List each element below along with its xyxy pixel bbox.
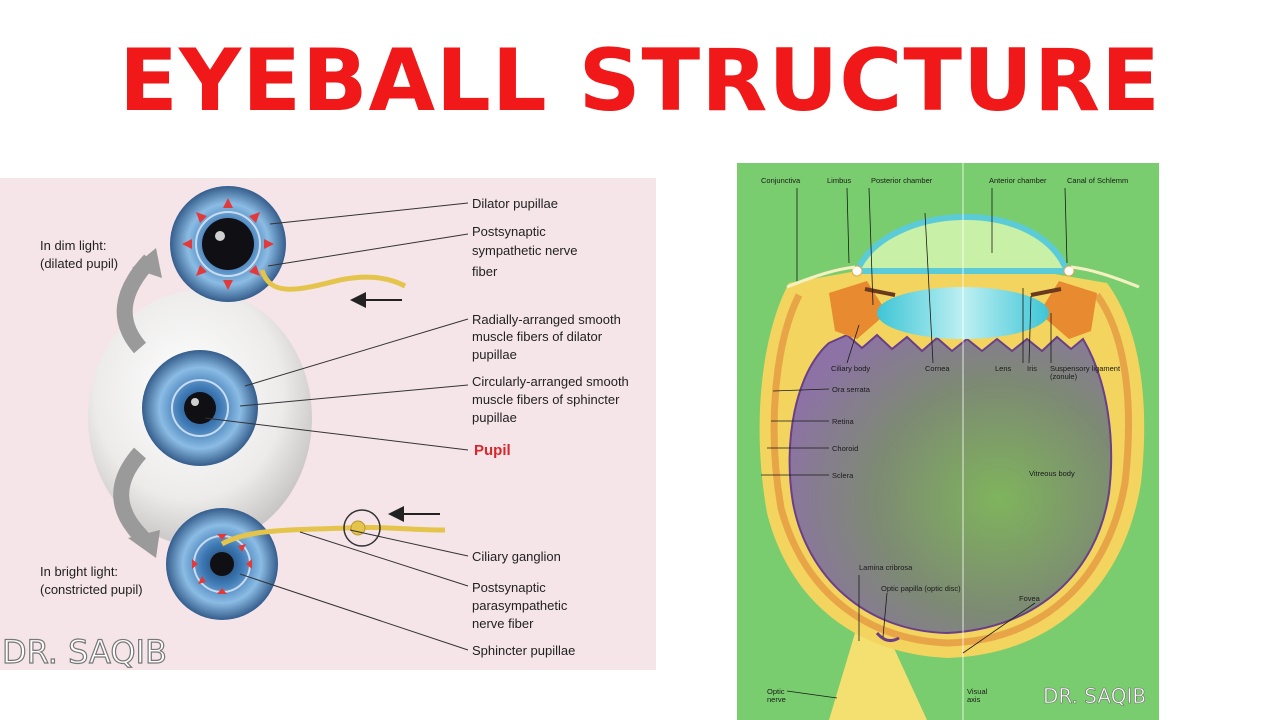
label-pupil: Pupil [474, 442, 511, 459]
label-retina: Retina [832, 417, 855, 426]
dim-light-label: In dim light: [40, 238, 106, 253]
label-parasymp-3: nerve fiber [472, 616, 534, 631]
label-lamina: Lamina cribrosa [859, 563, 913, 572]
dilated-eye [170, 186, 286, 302]
iris-left [864, 287, 896, 297]
label-fovea: Fovea [1019, 594, 1041, 603]
watermark-left: DR. SAQIB [2, 633, 167, 670]
curved-arrow-down-icon [113, 447, 151, 546]
leader-lines [204, 202, 469, 651]
bright-light-sub: (constricted pupil) [40, 582, 143, 597]
label-symp-2: sympathetic nerve [472, 243, 578, 258]
label-posterior-chamber: Posterior chamber [871, 176, 933, 185]
label-canal-schlemm: Canal of Schlemm [1067, 176, 1128, 185]
label-anterior-chamber: Anterior chamber [989, 176, 1047, 185]
label-ciliary-body: Ciliary body [831, 364, 870, 373]
svg-text:In bright light:: In bright light: [40, 564, 118, 579]
label-circular-1: Circularly-arranged smooth [472, 374, 629, 389]
watermark-right: DR. SAQIB [1043, 684, 1146, 708]
ciliary-body-right [1039, 281, 1097, 339]
label-ora-serrata: Ora serrata [832, 385, 871, 394]
eye-leader-lines [761, 187, 1068, 699]
eye-section-diagram: Conjunctiva Limbus Posterior chamber Ant… [737, 163, 1159, 720]
label-cornea: Cornea [925, 364, 950, 373]
label-sphincter: Sphincter pupillae [472, 643, 575, 658]
svg-text:(dilated pupil): (dilated pupil) [40, 256, 118, 271]
optic-nerve-shape [829, 633, 927, 720]
label-limbus: Limbus [827, 176, 851, 185]
label-radial-3: pupillae [472, 347, 517, 362]
label-optic-nerve-1: Optic [767, 687, 785, 696]
label-symp-3: fiber [472, 264, 498, 279]
label-ciliary-ganglion: Ciliary ganglion [472, 549, 561, 564]
label-optic-nerve-2: nerve [767, 695, 786, 704]
pupil-diagram: In dim light: (dilated pupil) In bright … [0, 178, 656, 670]
conjunctiva-left [786, 265, 856, 289]
label-radial-1: Radially-arranged smooth [472, 312, 621, 327]
dim-light-sub: (dilated pupil) [40, 256, 118, 271]
optic-disc [875, 631, 900, 643]
sympathetic-nerve [259, 269, 407, 292]
bright-light-label: In bright light: [40, 564, 118, 579]
label-parasymp-2: parasympathetic [472, 598, 568, 613]
label-visual-axis-2: axis [967, 695, 981, 704]
cornea-dome [852, 214, 1072, 274]
svg-text:In dim light:: In dim light: [40, 238, 106, 253]
parasympathetic-nerve [220, 524, 446, 547]
label-symp-1: Postsynaptic [472, 224, 546, 239]
label-visual-axis-1: Visual [967, 687, 988, 696]
label-parasymp-1: Postsynaptic [472, 580, 546, 595]
constricted-eye [166, 508, 278, 620]
conjunctiva-right [1070, 265, 1140, 289]
label-iris: Iris [1027, 364, 1037, 373]
curved-arrow-down-head-icon [128, 530, 160, 558]
svg-text:(constricted pupil): (constricted pupil) [40, 582, 143, 597]
label-sclera: Sclera [832, 471, 854, 480]
label-vitreous: Vitreous body [1029, 469, 1075, 478]
page-title: EYEBALL STRUCTURE [119, 31, 1161, 131]
label-radial-2: muscle fibers of dilator [472, 329, 603, 344]
choroid-shape [770, 292, 1132, 647]
label-choroid: Choroid [832, 444, 858, 453]
label-circular-3: pupillae [472, 410, 517, 425]
label-dilator: Dilator pupillae [472, 196, 558, 211]
ciliary-ganglion-circle [343, 509, 381, 547]
label-optic-papilla: Optic papilla (optic disc) [881, 584, 961, 593]
label-suspensory-2: (zonule) [1050, 372, 1078, 381]
curved-arrow-up-head-icon [132, 248, 162, 278]
label-conjunctiva: Conjunctiva [761, 176, 801, 185]
label-suspensory-1: Suspensory ligament [1050, 364, 1121, 373]
middle-eye [142, 350, 258, 466]
label-circular-2: muscle fibers of sphincter [472, 392, 620, 407]
vitreous-chamber [788, 333, 1113, 635]
iris-right [1030, 287, 1062, 297]
label-lens: Lens [995, 364, 1012, 373]
